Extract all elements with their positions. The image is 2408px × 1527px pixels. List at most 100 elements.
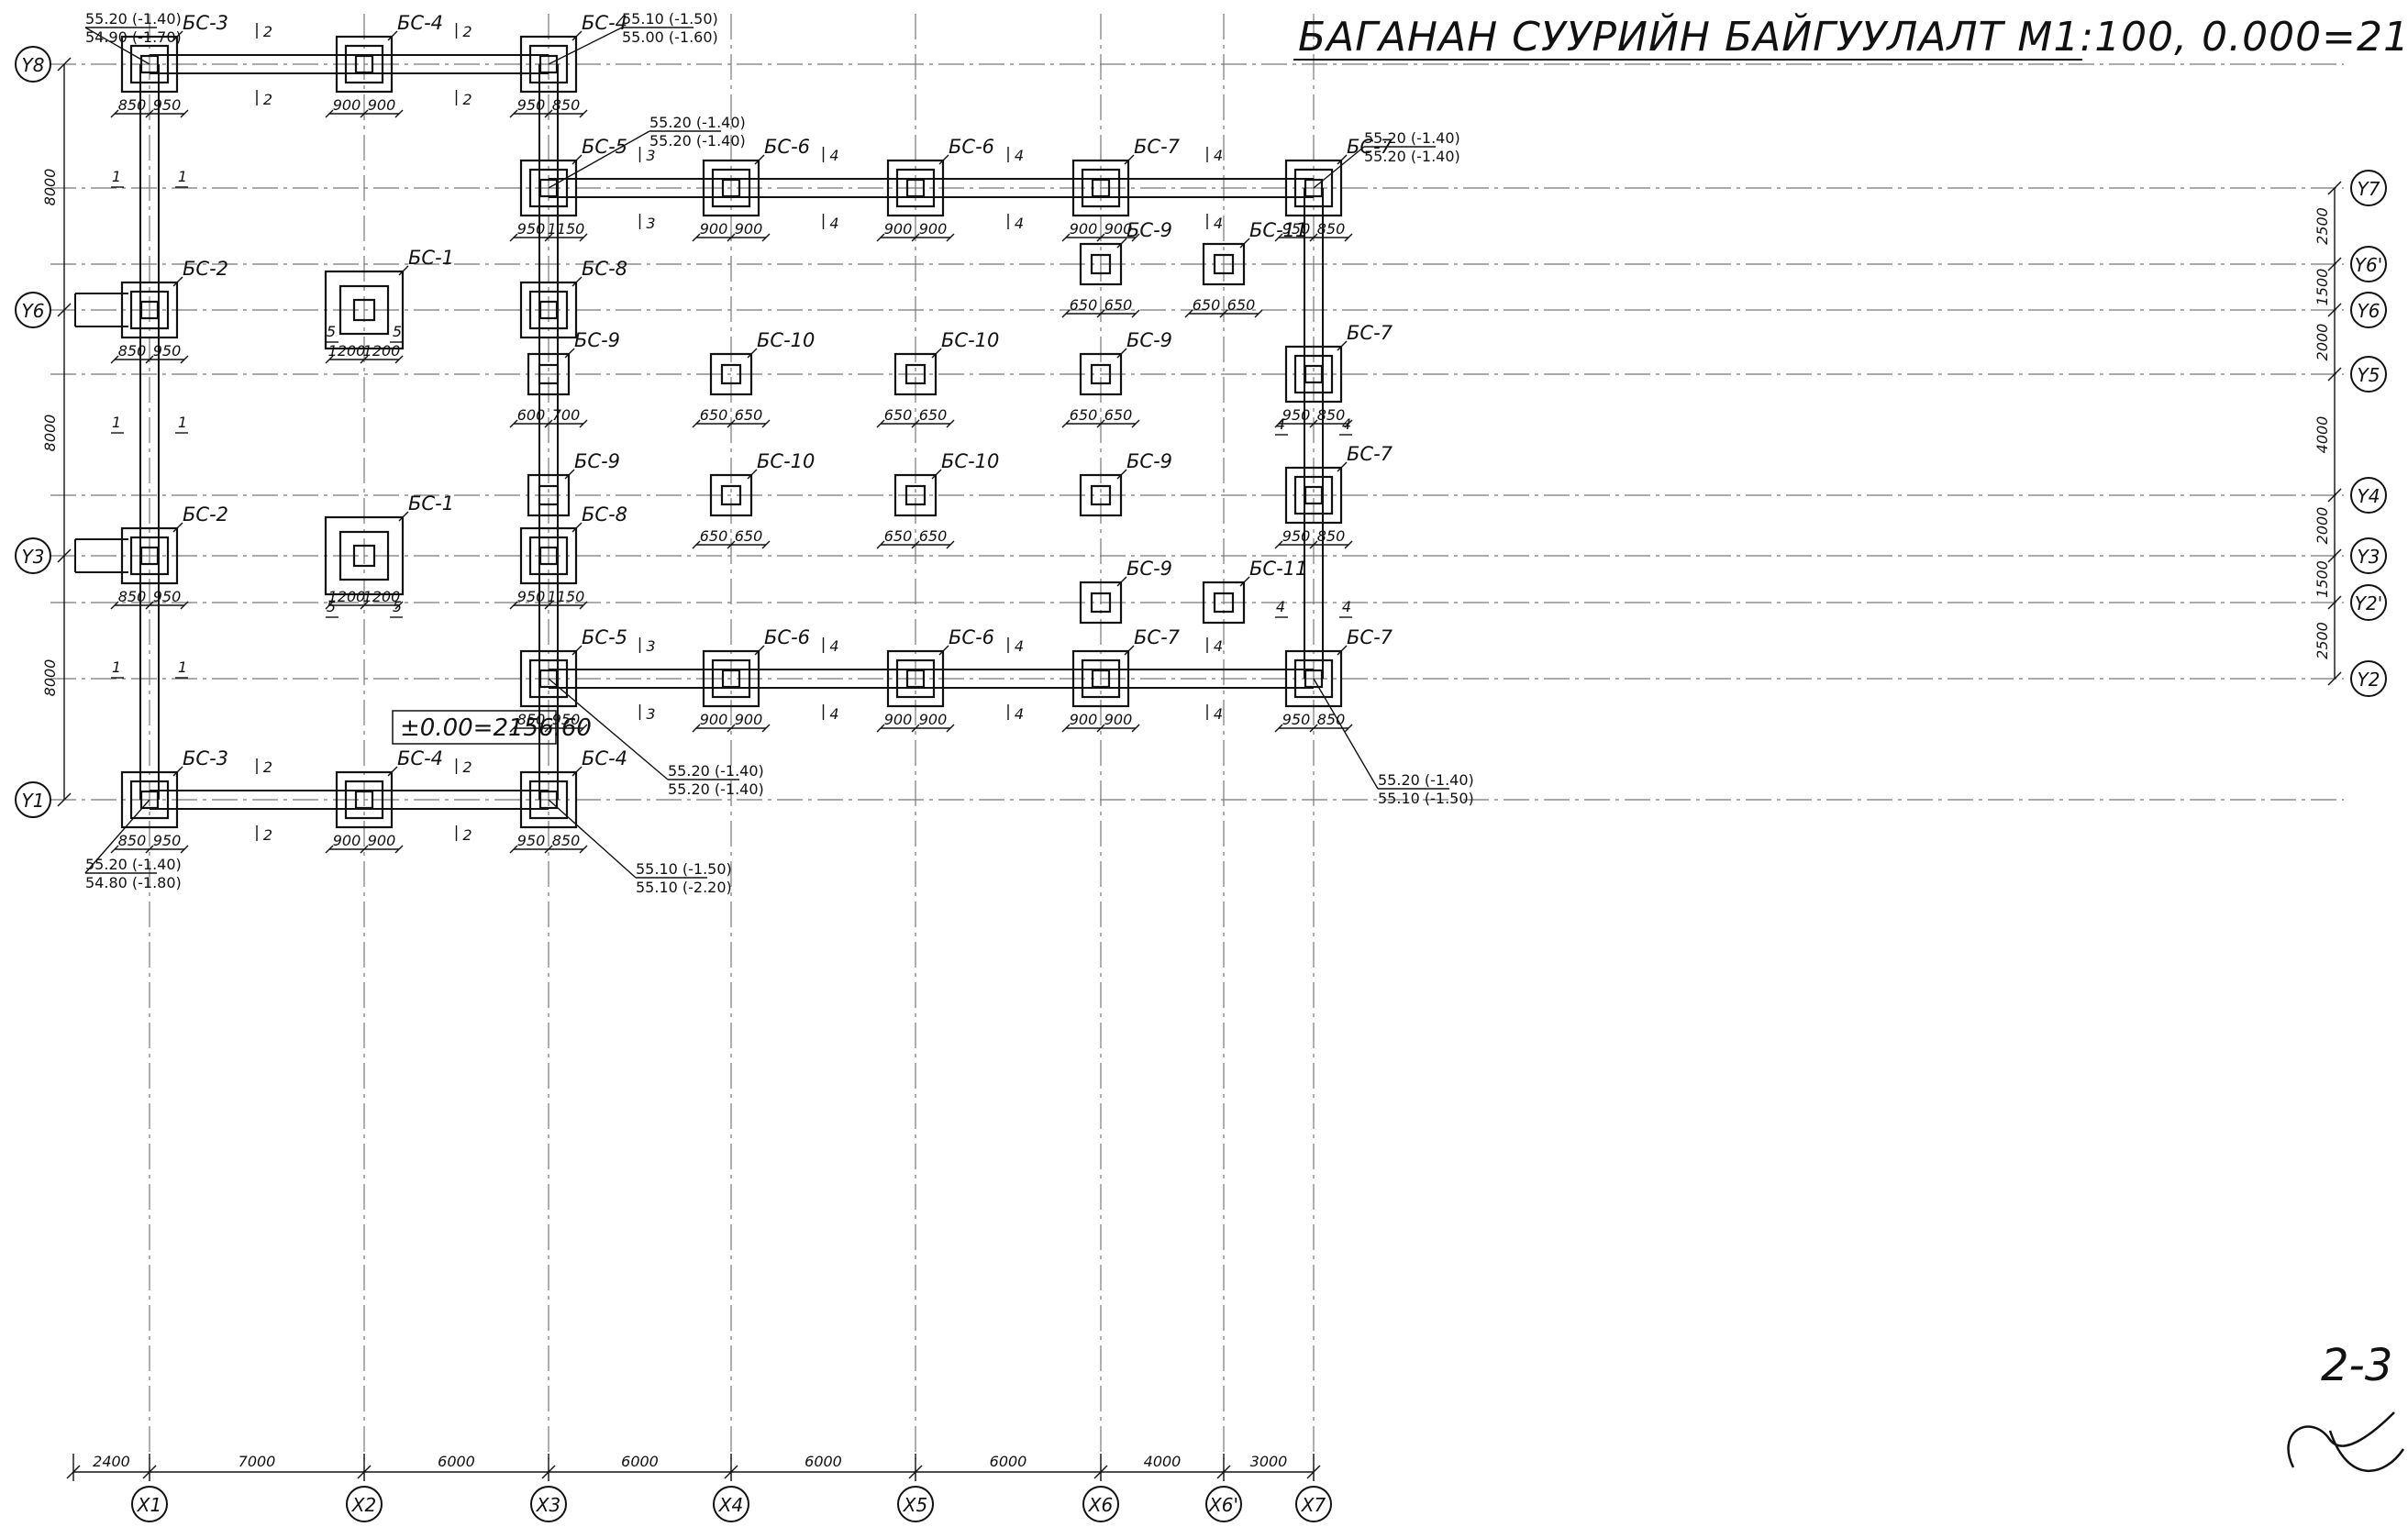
- foundation-mark: БС-5: [582, 626, 627, 648]
- footing-step-outline: [528, 168, 569, 208]
- foundation-X2-Y6: [324, 270, 405, 350]
- footing-step-outline: [893, 352, 938, 396]
- column-outline: [1090, 363, 1112, 385]
- footing-dim-tick: [180, 355, 189, 364]
- footing-step-outline: [886, 159, 945, 217]
- footing-dim-right: 650: [919, 527, 948, 545]
- bottom-dimension-value: 6000: [805, 1453, 842, 1470]
- elevation-leader: [84, 799, 150, 874]
- grid-bubble-right-label-Y2: Y2: [2358, 669, 2380, 691]
- section-mark-label: 5: [327, 598, 336, 615]
- foundation-mark: БС-3: [183, 12, 228, 34]
- level-note: ±0.00=2156.60: [400, 714, 592, 742]
- footing-step-outline: [324, 270, 405, 350]
- foundation-mark: БС-10: [941, 329, 999, 351]
- bottom-dimension-value: 6000: [990, 1453, 1027, 1470]
- mark-leader: [571, 766, 583, 777]
- footing-dim-tick: [394, 845, 404, 854]
- right-dimension-value: 2000: [2314, 507, 2331, 545]
- footing-step-outline: [335, 770, 394, 829]
- grid-bubble-right-Y6p: [2350, 246, 2387, 282]
- mark-leader: [1124, 645, 1135, 656]
- foundation-X4-Y5: [709, 352, 753, 396]
- column-outline: [1213, 253, 1235, 275]
- mark-leader: [172, 522, 183, 533]
- foundation-mark: БС-9: [574, 450, 620, 472]
- signature-scribble: [2287, 1411, 2405, 1472]
- foundation-X3-Y6: [519, 281, 578, 339]
- column-outline: [905, 178, 926, 198]
- foundation-mark: БС-10: [757, 450, 815, 472]
- right-dim-tick: [2327, 257, 2342, 271]
- foundation-X3-Y8: [519, 35, 578, 94]
- footing-dim-right: 950: [552, 711, 581, 728]
- footing-dim-right: 650: [1104, 296, 1133, 314]
- foundation-mark: БС-4: [397, 12, 443, 34]
- right-dim-tick: [2327, 595, 2342, 610]
- left-dimension-value: 8000: [41, 659, 59, 697]
- column-outline: [354, 54, 374, 74]
- footing-dim-right: 900: [735, 711, 763, 728]
- section-mark-label: 2: [462, 23, 472, 40]
- drawing-title: БАГАНАН СУУРИЙН БАЙГУУЛАЛТ М1:100, 0.000…: [1298, 12, 2408, 61]
- grid-bubble-left-Y3: [15, 537, 51, 574]
- footing-dim-left: 650: [1070, 406, 1098, 424]
- footing-dim-tick: [911, 540, 920, 549]
- section-mark-label: 4: [1342, 598, 1351, 615]
- footing-dim-tick: [394, 109, 404, 118]
- footing-dim-left: 950: [1282, 220, 1311, 238]
- foundation-X2-Y1: [335, 770, 394, 829]
- elevation-leader: [84, 27, 150, 65]
- mark-leader: [571, 276, 583, 287]
- foundation-X1-Y6: [120, 281, 179, 339]
- elevation-bottom: 55.20 (-1.40): [1364, 148, 1460, 165]
- mark-leader: [1337, 461, 1348, 472]
- foundation-X6-Y5: [1079, 352, 1123, 396]
- footing-dim-tick: [394, 355, 404, 364]
- grid-bubble-right-Y5: [2350, 356, 2387, 393]
- footing-dim-tick: [360, 601, 369, 610]
- footing-dim-tick: [946, 724, 955, 733]
- elevation-leader: [1313, 146, 1365, 189]
- foundation-mark: БС-7: [1347, 626, 1393, 648]
- footing-dim-tick: [692, 233, 701, 242]
- foundation-X3-Y5: [527, 352, 571, 396]
- foundation-X4-Y7: [702, 159, 760, 217]
- foundation-mark: БС-6: [764, 136, 810, 158]
- footing-dim-tick: [946, 233, 955, 242]
- footing-step-outline: [1081, 168, 1121, 208]
- footing-dim-right: 950: [153, 832, 182, 849]
- footing-dim-right: 900: [919, 711, 948, 728]
- footing-dim-left: 600: [517, 406, 546, 424]
- column-outline: [352, 544, 376, 568]
- footing-dim-tick: [325, 109, 334, 118]
- grid-lines: [50, 14, 2344, 1481]
- footing-dim-left: 900: [884, 220, 913, 238]
- footing-dim-tick: [876, 724, 885, 733]
- right-dim-tick: [2327, 548, 2342, 563]
- footing-step-outline: [528, 44, 569, 84]
- footing-dim-left: 650: [700, 406, 728, 424]
- section-mark-label: 3: [646, 215, 655, 232]
- section-mark-label: 4: [1214, 705, 1223, 723]
- foundation-mark: БС-4: [397, 747, 443, 769]
- column-outline: [1304, 178, 1324, 198]
- bottom-dimension-value: 6000: [621, 1453, 659, 1470]
- footing-dim-right: 650: [1104, 406, 1133, 424]
- foundation-mark: БС-11: [1249, 558, 1307, 580]
- grid-bubble-left-label-Y6: Y6: [22, 300, 45, 322]
- footing-step-outline: [527, 352, 571, 396]
- footing-dim-tick: [1309, 724, 1318, 733]
- footing-dim-tick: [1274, 419, 1283, 428]
- foundation-X7-Y7: [1284, 159, 1343, 217]
- footing-dim-tick: [1344, 724, 1353, 733]
- foundation-mark: БС-9: [1126, 219, 1172, 241]
- foundation-X4-Y4: [709, 473, 753, 517]
- mark-leader: [387, 766, 398, 777]
- footing-dim-tick: [911, 724, 920, 733]
- footing-dim-tick: [509, 724, 518, 733]
- footing-step-outline: [324, 515, 405, 596]
- mark-leader: [1116, 348, 1127, 359]
- section-mark-label: 4: [1276, 598, 1285, 615]
